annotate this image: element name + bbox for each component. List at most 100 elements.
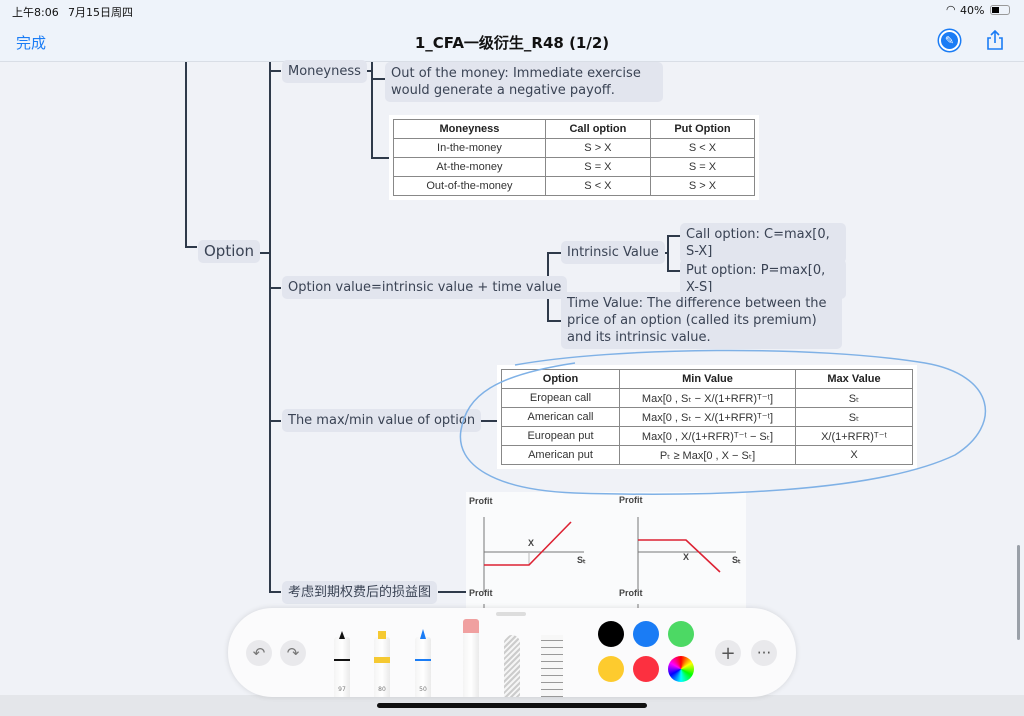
table-header: Put Option — [649, 119, 756, 139]
pencil-size-label: 50 — [419, 686, 427, 693]
status-time: 上午8:06 — [12, 6, 59, 19]
connector — [667, 235, 680, 237]
toolbar-grabber[interactable] — [496, 612, 526, 616]
home-indicator[interactable] — [377, 703, 647, 708]
node-intrinsic-value[interactable]: Intrinsic Value — [561, 241, 665, 264]
share-icon[interactable] — [986, 29, 1004, 51]
color-swatch-green[interactable] — [668, 621, 694, 647]
connector — [269, 287, 281, 289]
add-icon[interactable]: + — [715, 640, 741, 666]
strike-label: X — [528, 538, 535, 548]
node-out-of-money[interactable]: Out of the money: Immediate exercise wou… — [385, 62, 663, 102]
connector — [371, 62, 373, 158]
strike-label: X — [683, 552, 690, 562]
wifi-icon: ◠ — [946, 3, 956, 16]
redo-button[interactable]: ↷ — [280, 640, 306, 666]
status-date: 7月15日周四 — [68, 6, 133, 19]
more-icon[interactable]: ··· — [751, 640, 777, 666]
profit-label: Profit — [619, 588, 643, 598]
table-cell: Out-of-the-money — [393, 176, 546, 196]
markup-toolbar: ↶ ↷ 97 80 50 + ··· — [228, 608, 796, 697]
highlighter-size-label: 80 — [378, 686, 386, 693]
table-cell: In-the-money — [393, 138, 546, 158]
table-cell: S = X — [544, 157, 651, 177]
pen-tool[interactable]: 97 — [334, 631, 350, 697]
connector — [269, 591, 281, 593]
table-cell: At-the-money — [393, 157, 546, 177]
table-cell: Max[0 , Sₜ − X/(1+RFR)ᵀ⁻ᵗ] — [619, 388, 796, 408]
highlighter-tool[interactable]: 80 — [374, 631, 390, 697]
connector — [438, 591, 466, 593]
connector — [547, 252, 561, 254]
connector — [269, 62, 271, 592]
table-header: Call option — [544, 119, 651, 139]
connector — [667, 235, 669, 272]
node-option[interactable]: Option — [198, 240, 261, 263]
call-axes — [483, 517, 584, 592]
node-moneyness[interactable]: Moneyness — [282, 60, 367, 83]
undo-button[interactable]: ↶ — [246, 640, 272, 666]
color-picker-icon[interactable] — [668, 656, 694, 682]
handwritten-ellipse-annotation — [459, 349, 987, 495]
pen-size-label: 97 — [338, 686, 346, 693]
node-payoff-diagram[interactable]: 考虑到期权费后的损益图 — [282, 581, 438, 604]
connector — [466, 420, 500, 422]
table-cell: American call — [501, 407, 620, 427]
table-cell: American put — [501, 445, 620, 465]
long-put-payoff-line — [638, 539, 721, 573]
pencil-tool[interactable]: 50 — [415, 629, 431, 697]
table-cell: S = X — [649, 157, 756, 177]
profit-label: Profit — [619, 495, 643, 505]
scrollbar[interactable] — [1017, 545, 1020, 640]
lasso-tool[interactable] — [504, 635, 520, 697]
node-call-intrinsic[interactable]: Call option: C=max[0, S-X] — [680, 223, 846, 263]
done-button[interactable]: 完成 — [16, 34, 47, 52]
table-cell: Max[0 , X/(1+RFR)ᵀ⁻ᵗ − Sₜ] — [619, 426, 796, 446]
node-max-min-value[interactable]: The max/min value of option — [282, 409, 482, 432]
connector — [371, 157, 391, 159]
connector — [185, 62, 187, 248]
put-axes — [637, 517, 736, 592]
connector — [547, 320, 561, 322]
nav-bar: 完成 1_CFA一级衍生_R48 (1/2) ✎ — [0, 22, 1024, 62]
st-label: Sₜ — [577, 555, 586, 565]
table-cell: X — [795, 445, 913, 465]
markup-pen-icon[interactable]: ✎ — [939, 30, 960, 51]
color-swatch-red[interactable] — [633, 656, 659, 682]
st-label: Sₜ — [732, 555, 741, 565]
connector — [269, 70, 281, 72]
profit-label: Profit — [469, 588, 493, 598]
table-cell: S < X — [544, 176, 651, 196]
connector — [258, 252, 270, 254]
table-cell: S > X — [649, 176, 756, 196]
connector — [269, 420, 281, 422]
connector — [667, 270, 680, 272]
eraser-tool[interactable] — [463, 619, 479, 697]
color-swatch-black[interactable] — [598, 621, 624, 647]
color-swatch-blue[interactable] — [633, 621, 659, 647]
document-title: 1_CFA一级衍生_R48 (1/2) — [414, 34, 610, 52]
table-cell: S > X — [544, 138, 651, 158]
battery-percent: 40% — [960, 4, 985, 17]
long-call-payoff-line — [484, 521, 572, 566]
node-option-value[interactable]: Option value=intrinsic value + time valu… — [282, 276, 568, 299]
battery-icon — [990, 5, 1010, 15]
connector — [371, 78, 385, 80]
table-header: Moneyness — [393, 119, 546, 139]
connector — [185, 246, 197, 248]
profit-label: Profit — [469, 496, 493, 506]
color-swatch-yellow[interactable] — [598, 656, 624, 682]
table-cell: S < X — [649, 138, 756, 158]
node-time-value[interactable]: Time Value: The difference between the p… — [561, 292, 842, 349]
ruler-tool[interactable] — [541, 635, 563, 697]
status-bar: 上午8:06 7月15日周四 ◠ 40% — [0, 0, 1024, 22]
